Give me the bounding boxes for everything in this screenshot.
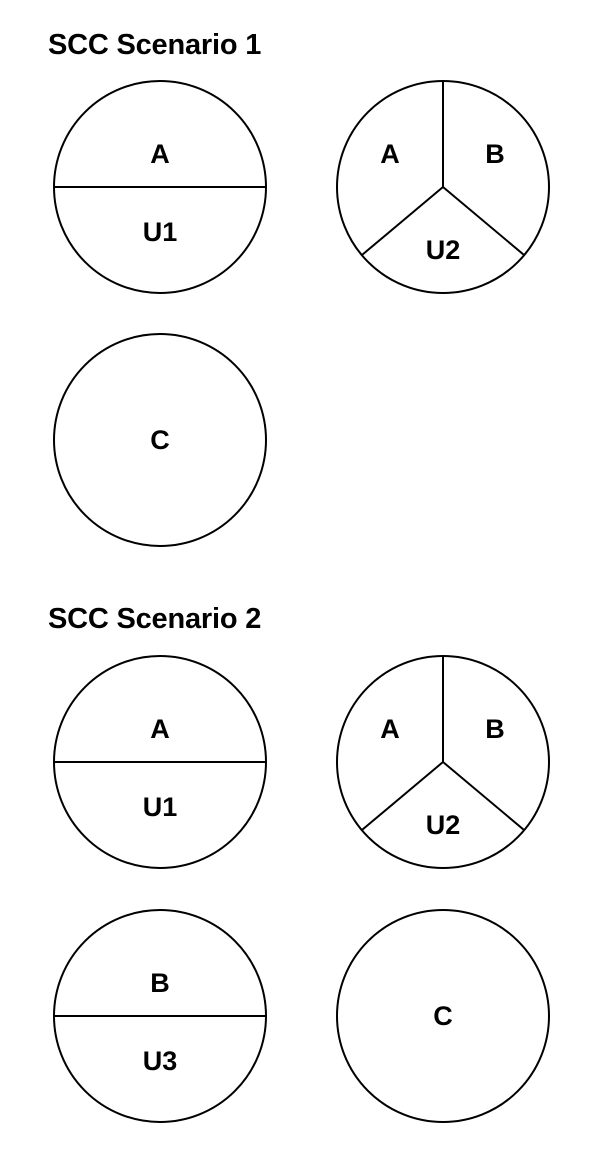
region-label-bottom: U2 (426, 810, 461, 840)
scenario-2-title: SCC Scenario 2 (48, 603, 262, 635)
lower-right-divider (442, 761, 525, 831)
circle-outline (336, 909, 550, 1123)
region-label-center: C (150, 425, 170, 455)
region-label-left: A (380, 139, 400, 169)
region-label-right: B (485, 714, 505, 744)
region-label-bottom: U3 (143, 1046, 178, 1076)
circle-outline (53, 333, 267, 547)
scenario-2-circle-3: B U3 (53, 909, 267, 1123)
scenario-1-title: SCC Scenario 1 (48, 29, 262, 61)
lower-right-divider (442, 186, 525, 256)
scenario-1-circle-3: C (53, 333, 267, 547)
region-label-bottom: U1 (143, 792, 178, 822)
scenario-2-circle-2: A B U2 (336, 655, 550, 869)
region-label-top: A (150, 139, 170, 169)
region-label-right: B (485, 139, 505, 169)
region-label-center: C (433, 1001, 453, 1031)
region-label-top: A (150, 714, 170, 744)
region-label-left: A (380, 714, 400, 744)
region-label-bottom: U2 (426, 235, 461, 265)
region-label-top: B (150, 968, 170, 998)
scenario-2-circle-1: A U1 (53, 655, 267, 869)
scenario-1-circle-1: A U1 (53, 80, 267, 294)
scenario-2-circle-4: C (336, 909, 550, 1123)
scenario-1-circle-2: A B U2 (336, 80, 550, 294)
lower-left-divider (361, 186, 444, 256)
lower-left-divider (361, 761, 444, 831)
region-label-bottom: U1 (143, 217, 178, 247)
